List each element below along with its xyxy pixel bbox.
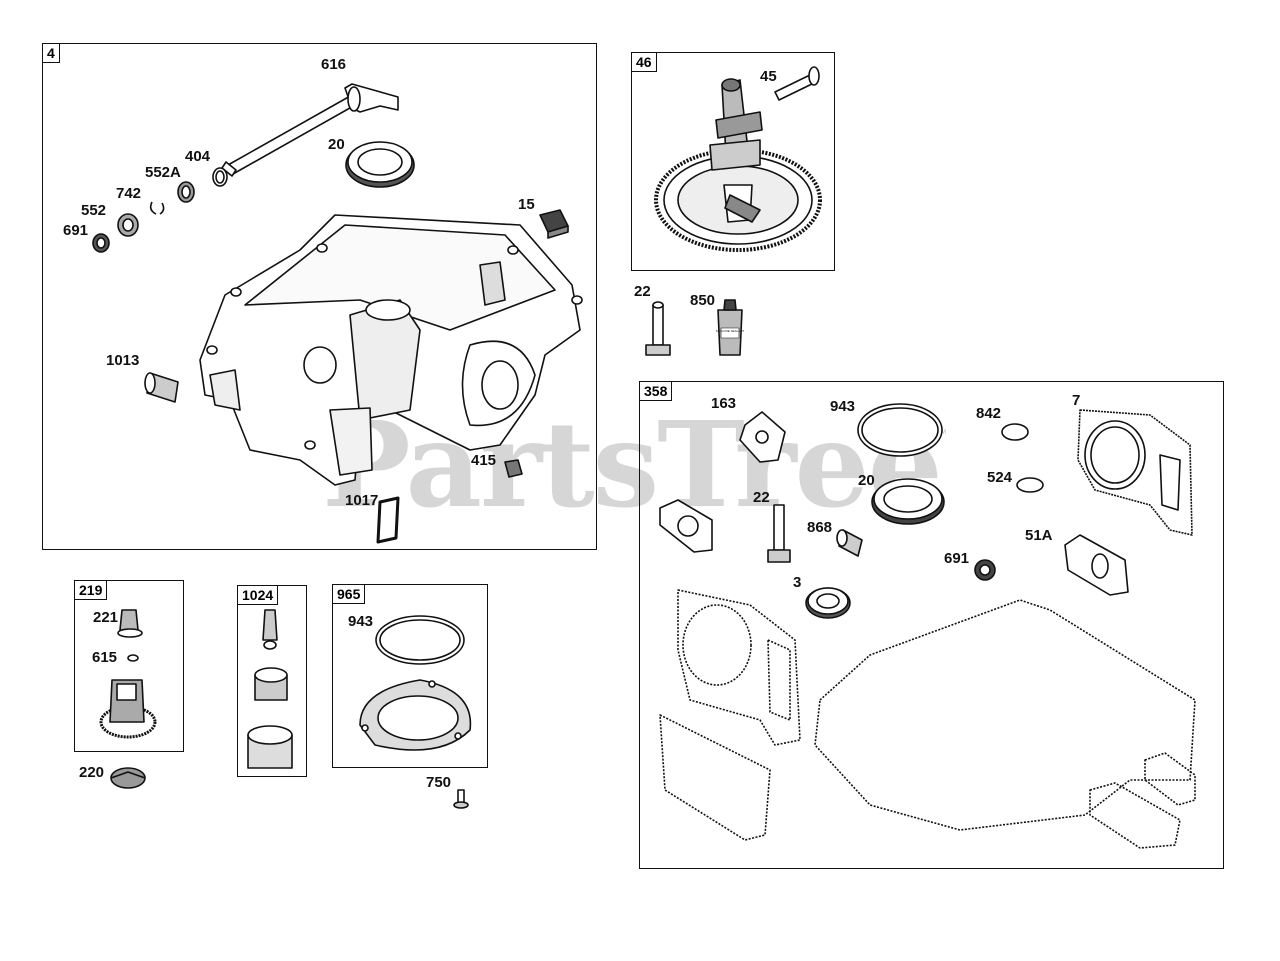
callout-943: 943: [830, 398, 856, 415]
small-gasket-right[interactable]: [1144, 752, 1196, 806]
callout-22: 22: [634, 283, 651, 300]
washer-part-404[interactable]: [212, 167, 228, 187]
callout-524: 524: [987, 469, 1013, 486]
callout-22-right: 22: [753, 489, 770, 506]
callout-20-right: 20: [858, 472, 875, 489]
callout-20: 20: [328, 136, 345, 153]
governor-shaft-part-616[interactable]: [221, 83, 399, 177]
sealant-tube-text: SILICONE SEALANT: [716, 329, 745, 333]
plug-part-415[interactable]: [504, 459, 523, 478]
group-box-46: 46: [631, 52, 835, 271]
callout-1017: 1017: [345, 492, 379, 509]
gasket-kit-part-965[interactable]: [359, 615, 472, 751]
callout-45: 45: [760, 68, 777, 85]
washer-part-615[interactable]: [127, 654, 139, 662]
callout-850: 850: [690, 292, 716, 309]
callout-691-right: 691: [944, 550, 970, 567]
rocker-cover-gasket[interactable]: [659, 714, 771, 841]
governor-gear-part-219[interactable]: [99, 679, 157, 739]
callout-220: 220: [79, 764, 105, 781]
bolt-part-22-right[interactable]: [767, 504, 791, 563]
callout-415: 415: [471, 452, 497, 469]
sealant-tube-part-850[interactable]: [717, 299, 743, 356]
cup-part-220[interactable]: [110, 767, 146, 789]
crankcase-sump[interactable]: [199, 214, 583, 486]
head-gasket-part-7[interactable]: [1077, 409, 1193, 536]
cylinder-head-gasket-outline[interactable]: [677, 589, 801, 746]
group-box-4: 4: [42, 43, 597, 550]
callout-163: 163: [711, 395, 737, 412]
callout-3: 3: [793, 574, 802, 591]
group-tag-1024: 1024: [237, 585, 279, 605]
callout-1013: 1013: [106, 352, 140, 369]
oil-seal-part-20-right[interactable]: [871, 478, 945, 525]
seal-part-691-left[interactable]: [92, 233, 110, 253]
callout-552: 552: [81, 202, 107, 219]
bushing-part-552A[interactable]: [177, 181, 195, 203]
ring-part-842[interactable]: [1001, 423, 1029, 441]
callout-842: 842: [976, 405, 1002, 422]
group-box-965: 965: [332, 584, 488, 768]
oil-pump-parts-1024[interactable]: [247, 609, 293, 769]
callout-616: 616: [321, 56, 347, 73]
callout-404: 404: [185, 148, 211, 165]
callout-868: 868: [807, 519, 833, 536]
callout-15: 15: [518, 196, 535, 213]
callout-615: 615: [92, 649, 118, 666]
plug-part-15[interactable]: [539, 209, 569, 239]
clip-part-742[interactable]: [149, 201, 165, 215]
oil-seal-part-20[interactable]: [345, 141, 415, 188]
bolt-part-22-top[interactable]: [645, 301, 671, 356]
group-tag-219: 219: [74, 580, 108, 600]
bolt-part-750[interactable]: [453, 789, 469, 809]
breather-gasket[interactable]: [1089, 782, 1181, 849]
pin-part-221[interactable]: [117, 609, 143, 638]
ring-part-524[interactable]: [1016, 477, 1044, 493]
callout-7: 7: [1072, 392, 1081, 409]
group-tag-46: 46: [631, 52, 657, 72]
callout-691: 691: [63, 222, 89, 239]
group-tag-4: 4: [42, 43, 60, 63]
callout-51A: 51A: [1025, 527, 1053, 544]
seal-part-1017[interactable]: [376, 496, 400, 544]
seal-part-3[interactable]: [805, 587, 851, 619]
dowel-part-1013[interactable]: [144, 372, 179, 403]
callout-742: 742: [116, 185, 142, 202]
callout-221: 221: [93, 609, 119, 626]
group-tag-965: 965: [332, 584, 366, 604]
sump-gasket-outline[interactable]: [814, 599, 1196, 831]
callout-552A: 552A: [145, 164, 181, 181]
bushing-part-552[interactable]: [117, 213, 139, 237]
camshaft-gear-part-46[interactable]: [654, 78, 822, 252]
pin-part-45[interactable]: [774, 66, 820, 101]
group-box-219: 219: [74, 580, 184, 752]
o-ring-part-943[interactable]: [857, 403, 943, 457]
seal-part-691-right[interactable]: [974, 559, 996, 581]
sleeve-part-868[interactable]: [836, 529, 863, 557]
callout-943-kit: 943: [348, 613, 374, 630]
callout-750: 750: [426, 774, 452, 791]
group-tag-358: 358: [639, 381, 673, 401]
group-box-1024: 1024: [237, 585, 307, 777]
group-box-358: 358: [639, 381, 1224, 869]
